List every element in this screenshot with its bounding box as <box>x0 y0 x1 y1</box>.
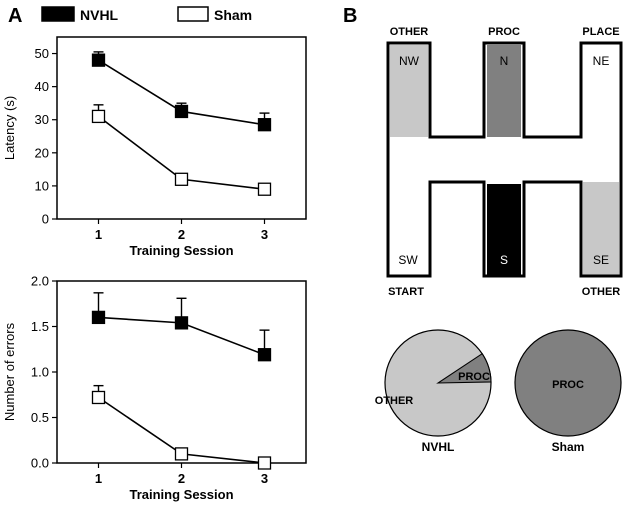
data-point-sham <box>91 390 106 405</box>
maze-diagram: OTHER PROC PLACE START OTHER NW N NE SW … <box>386 26 623 298</box>
maze-arm-sw-label: SW <box>398 253 418 267</box>
maze-label-top-mid: PROC <box>488 26 520 38</box>
pie-chart-sham: PROC Sham <box>514 329 622 454</box>
data-point-sham <box>174 172 189 186</box>
maze-arm-n-fill <box>487 45 521 137</box>
data-point-sham <box>174 447 189 461</box>
pie-slice-label: OTHER <box>375 395 414 407</box>
pie-chart-nvhl: OTHER PROC NVHL <box>375 329 492 454</box>
pie-slice-label: PROC <box>552 379 584 391</box>
x-tick-label: 2 <box>178 471 185 486</box>
x-axis-label: Training Session <box>129 243 233 258</box>
data-point-nvhl <box>257 118 272 132</box>
data-point-sham <box>257 456 272 470</box>
pie-slice-proc <box>514 329 622 437</box>
data-point-sham <box>257 182 272 196</box>
legend-sham-label: Sham <box>214 7 252 23</box>
maze-arm-se-label: SE <box>593 253 609 267</box>
maze-label-bottom-left: START <box>388 286 424 298</box>
maze-arm-nw-label: NW <box>399 54 420 68</box>
maze-arm-s-fill <box>487 184 521 275</box>
data-point-nvhl <box>257 348 272 362</box>
panel-b-label: B <box>343 5 357 27</box>
y-tick-label: 1.0 <box>31 365 49 380</box>
y-axis-label: Latency (s) <box>2 96 17 160</box>
y-tick-label: 40 <box>35 79 49 94</box>
maze-outline <box>386 41 623 278</box>
y-tick-label: 0.0 <box>31 456 49 471</box>
y-tick-label: 0 <box>42 212 49 227</box>
maze-arm-n-label: N <box>500 54 509 68</box>
x-tick-label: 3 <box>261 471 268 486</box>
maze-arm-nw-fill <box>390 45 428 137</box>
y-tick-label: 0.5 <box>31 410 49 425</box>
x-tick-label: 1 <box>95 227 102 242</box>
pie-slice-proc <box>436 352 492 384</box>
x-axis-label: Training Session <box>129 487 233 502</box>
panel-a-label: A <box>8 5 22 27</box>
data-point-nvhl <box>91 310 106 325</box>
data-point-nvhl <box>91 53 106 67</box>
legend-sham-swatch <box>177 6 209 22</box>
y-tick-label: 10 <box>35 178 49 193</box>
legend: NVHL Sham <box>41 6 252 23</box>
pie-slice-label: PROC <box>458 371 490 383</box>
maze-arm-s-label: S <box>500 253 508 267</box>
x-tick-label: 2 <box>178 227 185 242</box>
maze-label-top-right: PLACE <box>582 26 619 38</box>
y-tick-label: 2.0 <box>31 274 49 289</box>
pie-group-label: NVHL <box>422 440 455 454</box>
legend-nvhl-swatch <box>41 6 75 22</box>
x-tick-label: 1 <box>95 471 102 486</box>
y-tick-label: 30 <box>35 112 49 127</box>
y-axis-label: Number of errors <box>2 322 17 421</box>
x-tick-label: 3 <box>261 227 268 242</box>
y-tick-label: 50 <box>35 46 49 61</box>
y-tick-label: 20 <box>35 145 49 160</box>
y-tick-label: 1.5 <box>31 319 49 334</box>
maze-arm-ne-label: NE <box>593 54 610 68</box>
legend-nvhl-label: NVHL <box>80 7 119 23</box>
data-point-sham <box>91 109 106 124</box>
maze-label-top-left: OTHER <box>390 26 429 38</box>
maze-label-bottom-right: OTHER <box>582 286 621 298</box>
maze-arm-se-fill <box>583 182 619 275</box>
data-point-nvhl <box>174 316 189 330</box>
pie-group-label: Sham <box>552 440 585 454</box>
data-point-nvhl <box>174 104 189 119</box>
